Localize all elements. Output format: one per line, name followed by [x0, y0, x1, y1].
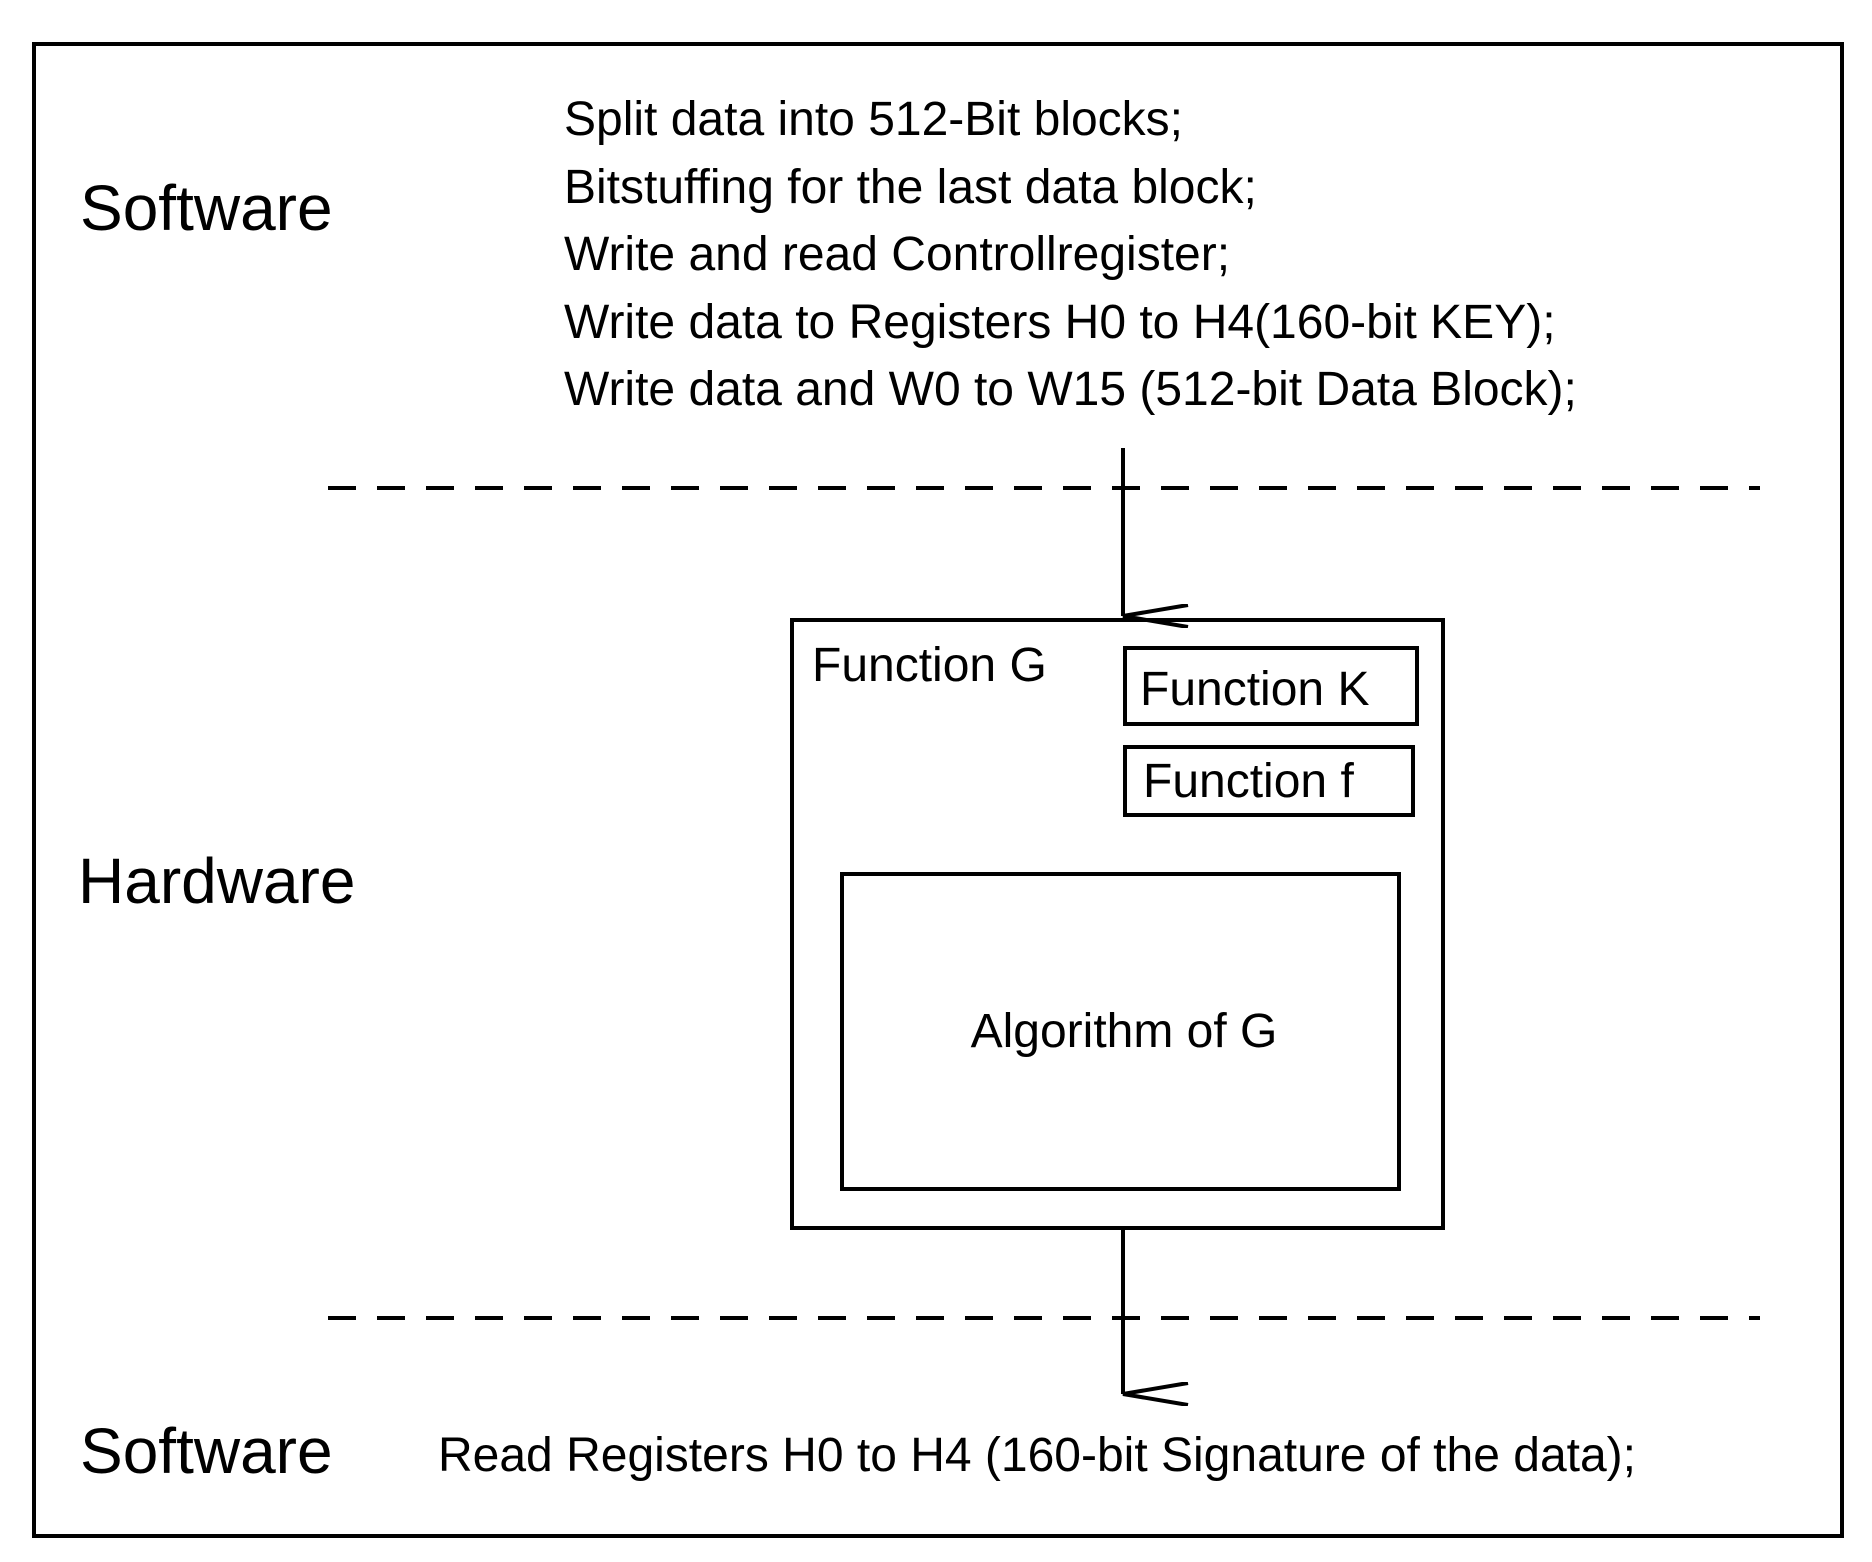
function-k-box — [1123, 646, 1419, 726]
outer-frame — [32, 42, 1844, 1538]
software-step: Write and read Controllregister; — [564, 228, 1230, 281]
algorithm-label: Algorithm of G — [971, 1005, 1278, 1058]
function-g-label: Function G — [812, 639, 1047, 692]
software-steps: Split data into 512-Bit blocks; Bitstuff… — [564, 93, 1577, 416]
function-g-box — [790, 618, 1445, 1230]
function-f-label: Function f — [1143, 755, 1354, 808]
software-bottom-label: Software — [80, 1415, 333, 1487]
function-k-label: Function K — [1140, 663, 1369, 716]
function-f-box — [1123, 745, 1415, 817]
software-step: Bitstuffing for the last data block; — [564, 161, 1257, 214]
software-step: Split data into 512-Bit blocks; — [564, 93, 1183, 146]
software-step: Write data to Registers H0 to H4(160-bit… — [564, 296, 1556, 349]
software-top-label: Software — [80, 172, 333, 244]
output-step: Read Registers H0 to H4 (160-bit Signatu… — [438, 1429, 1636, 1482]
algorithm-box — [840, 872, 1401, 1191]
hardware-label: Hardware — [78, 845, 355, 917]
software-step: Write data and W0 to W15 (512-bit Data B… — [564, 363, 1577, 416]
